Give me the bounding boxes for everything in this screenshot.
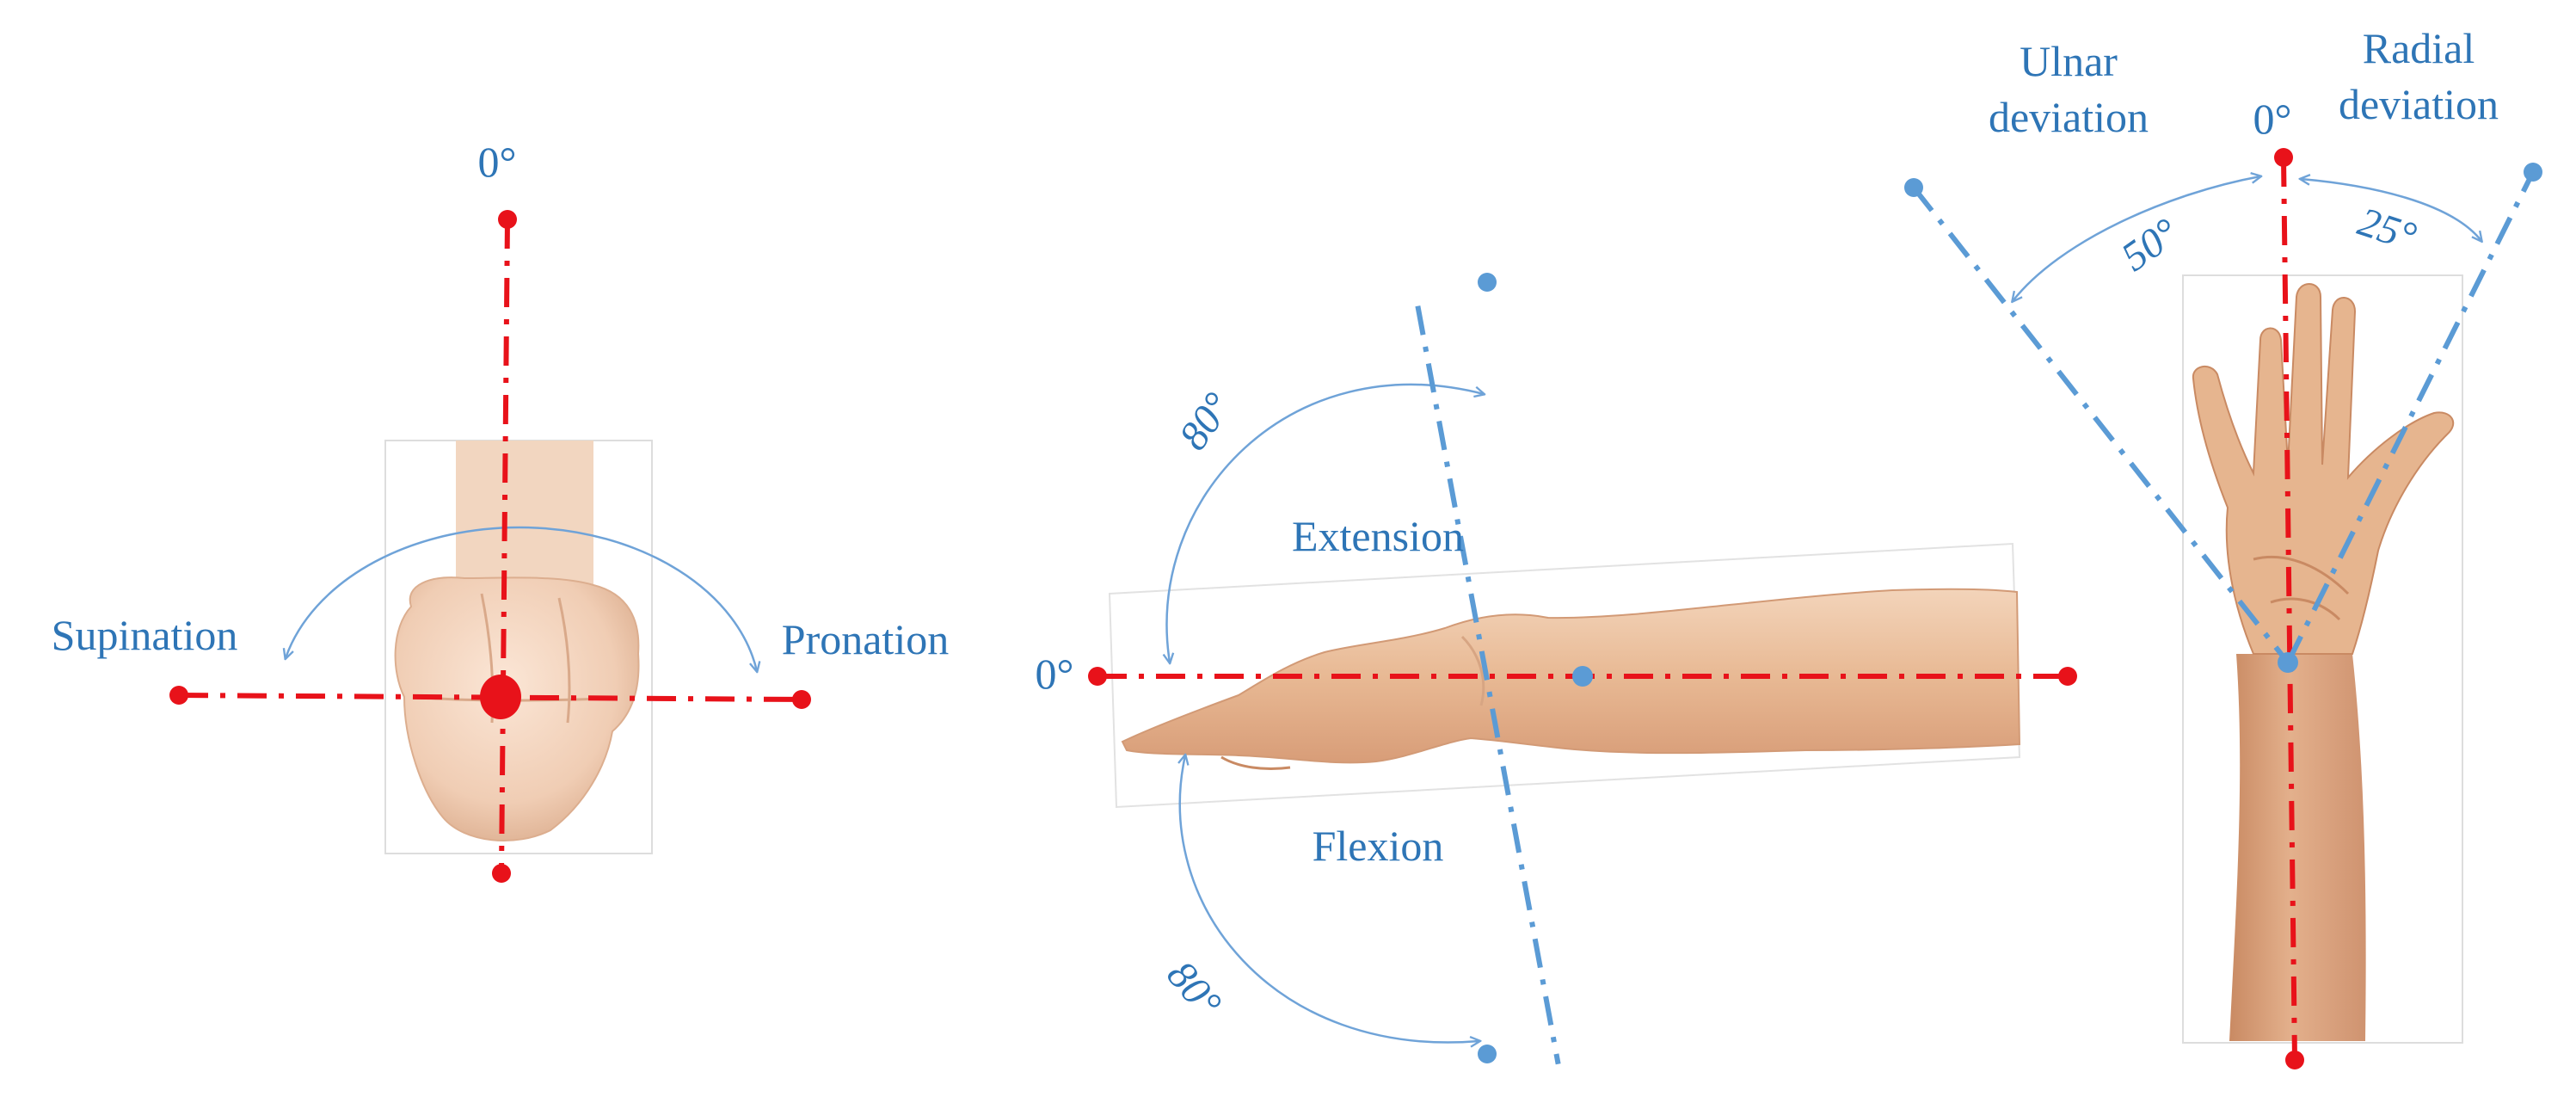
deviation-zero-label: 0°: [2253, 95, 2292, 143]
radial-angle-label: 25°: [2352, 199, 2421, 260]
radial-label-line2: deviation: [2339, 80, 2499, 128]
rotation-vertical-reference-line: [499, 219, 510, 874]
ulnar-label-line2: deviation: [1989, 93, 2149, 141]
deviation-bottom-endpoint: [2285, 1051, 2304, 1069]
radial-label-line1: Radial: [2363, 24, 2475, 72]
extension-arc-arrow: [1167, 383, 1484, 663]
rotation-arc-arrow: [286, 526, 757, 671]
radial-endpoint: [2524, 163, 2542, 182]
deviation-vertical-reference-line: [2281, 157, 2297, 1061]
flexion-bottom-endpoint: [1478, 1045, 1497, 1063]
extension-label: Extension: [1292, 512, 1464, 560]
flexion-right-endpoint: [2058, 667, 2077, 686]
rotation-left-endpoint: [169, 686, 188, 705]
panel-flexion-extension: 0° Extension Flexion 80° 80°: [1036, 273, 2077, 1065]
pronation-label: Pronation: [782, 615, 949, 663]
flexion-angle-label: 80°: [1158, 952, 1230, 1026]
rotation-right-endpoint: [792, 690, 811, 709]
ulnar-motion-line: [1911, 186, 2290, 664]
ulnar-label-line1: Ulnar: [2020, 37, 2118, 85]
deviation-forearm-illustration: [2229, 654, 2366, 1041]
rotation-bottom-endpoint: [492, 864, 511, 883]
ulnar-deviation-arc-arrow: [2013, 176, 2260, 301]
flexion-label: Flexion: [1313, 822, 1444, 870]
rotation-forearm-illustration: [456, 441, 593, 602]
radial-deviation-arc-arrow: [2301, 179, 2481, 241]
supination-label: Supination: [52, 611, 238, 659]
extension-angle-label: 80°: [1171, 385, 1241, 458]
flexion-motion-line: [1415, 305, 1561, 1065]
deviation-top-endpoint: [2274, 148, 2293, 167]
rotation-center-point: [480, 675, 521, 719]
ulnar-endpoint: [1904, 178, 1923, 197]
rotation-zero-label: 0°: [478, 138, 517, 186]
panel-deviation: Ulnar deviation Radial deviation 0° 50° …: [1904, 24, 2542, 1069]
flexion-left-endpoint: [1088, 667, 1107, 686]
rotation-top-endpoint: [498, 210, 517, 229]
panel-rotation: 0° Supination Pronation: [52, 138, 949, 883]
flexion-zero-label: 0°: [1036, 650, 1074, 698]
flexion-arc-arrow: [1180, 755, 1479, 1043]
flexion-center-point: [1572, 666, 1593, 687]
deviation-center-point: [2278, 652, 2298, 673]
flexion-top-endpoint: [1478, 273, 1497, 292]
deviation-hand-illustration: [2192, 283, 2455, 655]
